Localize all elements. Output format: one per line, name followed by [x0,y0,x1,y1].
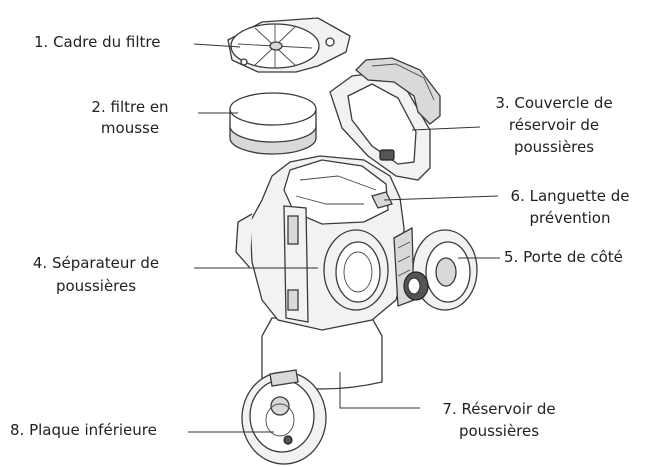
label-foam-filter-line2: mousse [64,119,196,138]
label-lid-line2: réservoir de [484,116,624,135]
label-separator-line2: poussières [4,277,188,296]
label-filter-frame: 1. Cadre du filtre [34,33,160,52]
label-lid-line3: poussières [484,138,624,157]
label-separator-line1: 4. Séparateur de [4,254,188,273]
foam-filter-part [230,93,316,154]
label-container-line1: 7. Réservoir de [424,400,574,419]
side-door-part [394,228,477,310]
label-bottom-plate: 8. Plaque inférieure [10,421,157,440]
label-lid-line1: 3. Couvercle de [484,94,624,113]
label-container-line2: poussières [424,422,574,441]
label-side-door: 5. Porte de côté [504,248,623,267]
leader-line-6 [384,196,498,200]
label-tab-line2: prévention [500,209,640,228]
label-foam-filter-line1: 2. filtre en [64,98,196,117]
label-tab-line1: 6. Languette de [500,187,640,206]
filter-frame-part [228,18,350,72]
dust-separator-part [236,156,404,389]
